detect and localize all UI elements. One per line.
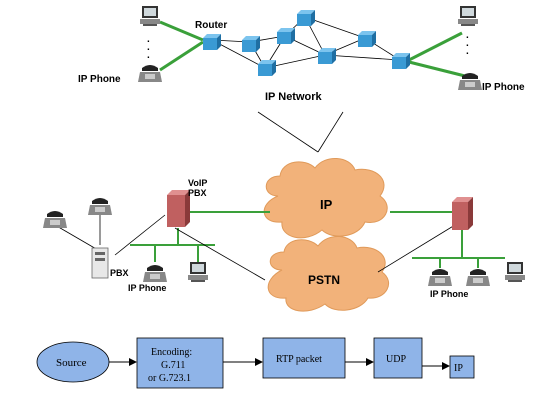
ip-phone-icon [138,65,162,82]
router-icon [318,48,336,64]
pstn-cloud [267,236,389,312]
dot: . [147,50,150,61]
pbx-label: PBX [110,268,129,278]
ip-cloud [263,158,388,239]
remote-pbx-icon [452,197,473,230]
pipeline-arrows [109,358,450,370]
ip-phone-icon [466,269,490,286]
pbx-server-icon [91,247,109,279]
encoding-line2: G.711 [161,360,185,371]
ip-label: IP [454,363,463,374]
left-ip-phone-label: IP Phone [78,74,121,85]
router-icon [242,36,260,52]
encoding-line1: Encoding: [151,347,192,358]
computer-icon [458,6,478,26]
ip-network-label: IP Network [265,91,323,103]
ip-box [449,355,475,379]
encoding-box [136,337,224,389]
pstn-cloud-label: PSTN [308,273,340,287]
computer-icon [188,262,208,282]
right-ip-phone-label: IP Phone [482,82,525,93]
access-links [159,20,466,78]
source-label: Source [56,357,87,369]
phone-icon [88,198,112,215]
ip-cloud-label: IP [320,197,333,212]
router-label: Router [195,20,227,31]
router-icon [297,10,315,26]
voip-pbx-icon [167,190,190,227]
router-icon [392,53,410,69]
protocol-pipeline: Source Encoding: G.711 or G.723.1 RTP pa… [36,337,475,389]
ip-phone-icon [143,265,167,282]
dot: . [147,42,150,53]
dot: . [466,38,469,49]
computer-icon [140,6,160,26]
encoding-line3: or G.723.1 [148,373,191,384]
dot: . [466,46,469,57]
computer-icon [505,262,525,282]
phone-icon [43,211,67,228]
udp-label: UDP [386,354,406,365]
voip-green-links [130,211,505,268]
udp-box [373,337,423,379]
right-voip-ip-phone-label: IP Phone [430,289,468,299]
voip-black-links [54,210,456,281]
ip-phone-icon [428,269,452,286]
dot: . [466,30,469,41]
voip-pbx-label-line1: VoIP [188,178,207,188]
left-voip-ip-phone-label: IP Phone [128,283,166,293]
voip-pbx-label-line2: PBX [188,188,207,198]
router-icon [203,34,221,50]
voip-network: IP PSTN VoIP [43,158,525,312]
dot: . [147,34,150,45]
rtp-label: RTP packet [276,354,322,365]
router-icon [358,31,376,47]
router-icon [277,28,295,44]
top-ip-network: . . . IP Phone Router . . . IP Phone IP … [78,6,525,103]
router-icon [258,60,276,76]
zoom-lines [257,111,344,153]
rtp-box [262,337,346,379]
